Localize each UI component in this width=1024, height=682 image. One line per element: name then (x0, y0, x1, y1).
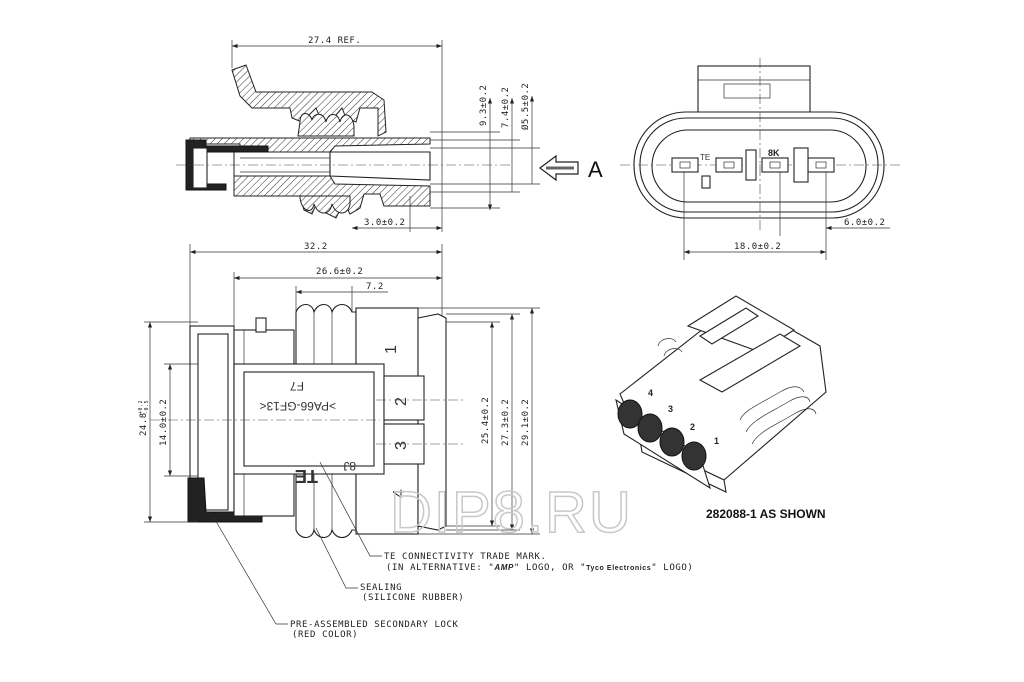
front-view-marking-8k: 8K (768, 148, 780, 158)
note-sealing-line2: (SILICONE RUBBER) (362, 593, 464, 603)
note-lock-line2: (RED COLOR) (292, 630, 358, 640)
dim-7-4: 7.4±0.2 (501, 87, 511, 128)
side-view-dimensions: 27.4 REF. 9.3±0.2 7.4±0.2 Ø5.5±0.2 3.0±0… (231, 36, 540, 232)
callout-notes: TE CONNECTIVITY TRADE MARK. (IN ALTERNAT… (213, 461, 693, 640)
note-sealing-line1: SEALING (360, 583, 402, 593)
part-caption: 282088-1 AS SHOWN (706, 507, 826, 521)
dim-14-0: 14.0±0.2 (159, 399, 169, 446)
iso-pin-4: 4 (648, 388, 653, 398)
dim-32-2: 32.2 (304, 242, 328, 252)
dim-25-4: 25.4±0.2 (481, 397, 491, 444)
dim-7-2: 7.2 (366, 282, 384, 292)
dim-dia-5-5: Ø5.5±0.2 (520, 83, 531, 130)
marking-8j: 8J (343, 459, 356, 473)
dim-24-8: 24.8 (139, 412, 149, 436)
iso-pin-2: 2 (690, 422, 695, 432)
isometric-pin-numbers: 1 2 3 4 (648, 388, 719, 446)
tyco-logo: Tyco Electronics (586, 565, 651, 572)
top-view-pin-numbers: 1 2 3 4 (383, 345, 410, 498)
top-view (150, 303, 466, 539)
pin-number-1: 1 (383, 345, 400, 354)
pin-number-2: 2 (393, 397, 410, 406)
dim-9-3: 9.3±0.2 (479, 85, 489, 126)
note-trademark-line1: TE CONNECTIVITY TRADE MARK. (384, 552, 547, 562)
dim-24-8-tol-minus: -0.5 (144, 400, 150, 414)
dim-27-3: 27.3±0.2 (501, 399, 511, 446)
view-label-a: A (588, 157, 603, 182)
dim-29-1: 29.1±0.2 (521, 399, 531, 446)
top-view-dimensions: 32.2 26.6±0.2 7.2 24.8 +0.2 -0.5 14.0±0.… (138, 242, 540, 535)
front-view-te-logo: TE (700, 153, 710, 162)
marking-te: TE (295, 466, 318, 486)
iso-pin-1: 1 (714, 436, 719, 446)
pin-number-3: 3 (393, 441, 410, 450)
note-trademark-line2: (IN ALTERNATIVE: "AMP" LOGO, OR "Tyco El… (386, 563, 693, 573)
watermark: DIP8.RU (390, 480, 633, 545)
dim-27-4-ref: 27.4 REF. (308, 36, 361, 46)
isometric-view (615, 295, 827, 493)
body-markings: F7 >PA66-GF13< TE 8J (260, 379, 357, 486)
marking-f7: F7 (290, 379, 304, 393)
view-a-arrow: A (539, 154, 603, 182)
marking-material: >PA66-GF13< (260, 399, 337, 413)
dim-24-8-tol-plus: +0.2 (138, 400, 144, 414)
front-view-dimensions: 18.0±0.2 6.0±0.2 (683, 172, 890, 260)
note-lock-line1: PRE-ASSEMBLED SECONDARY LOCK (290, 620, 459, 630)
dim-18-0: 18.0±0.2 (734, 242, 781, 252)
pin-number-4: 4 (391, 489, 408, 498)
iso-pin-3: 3 (668, 404, 673, 414)
dim-26-6: 26.6±0.2 (316, 267, 363, 277)
side-section-view (176, 64, 510, 219)
dim-6-0: 6.0±0.2 (844, 218, 885, 228)
dim-3-0: 3.0±0.2 (364, 218, 405, 228)
amp-logo: AMP (493, 563, 514, 572)
front-view: 8K TE (620, 58, 900, 230)
